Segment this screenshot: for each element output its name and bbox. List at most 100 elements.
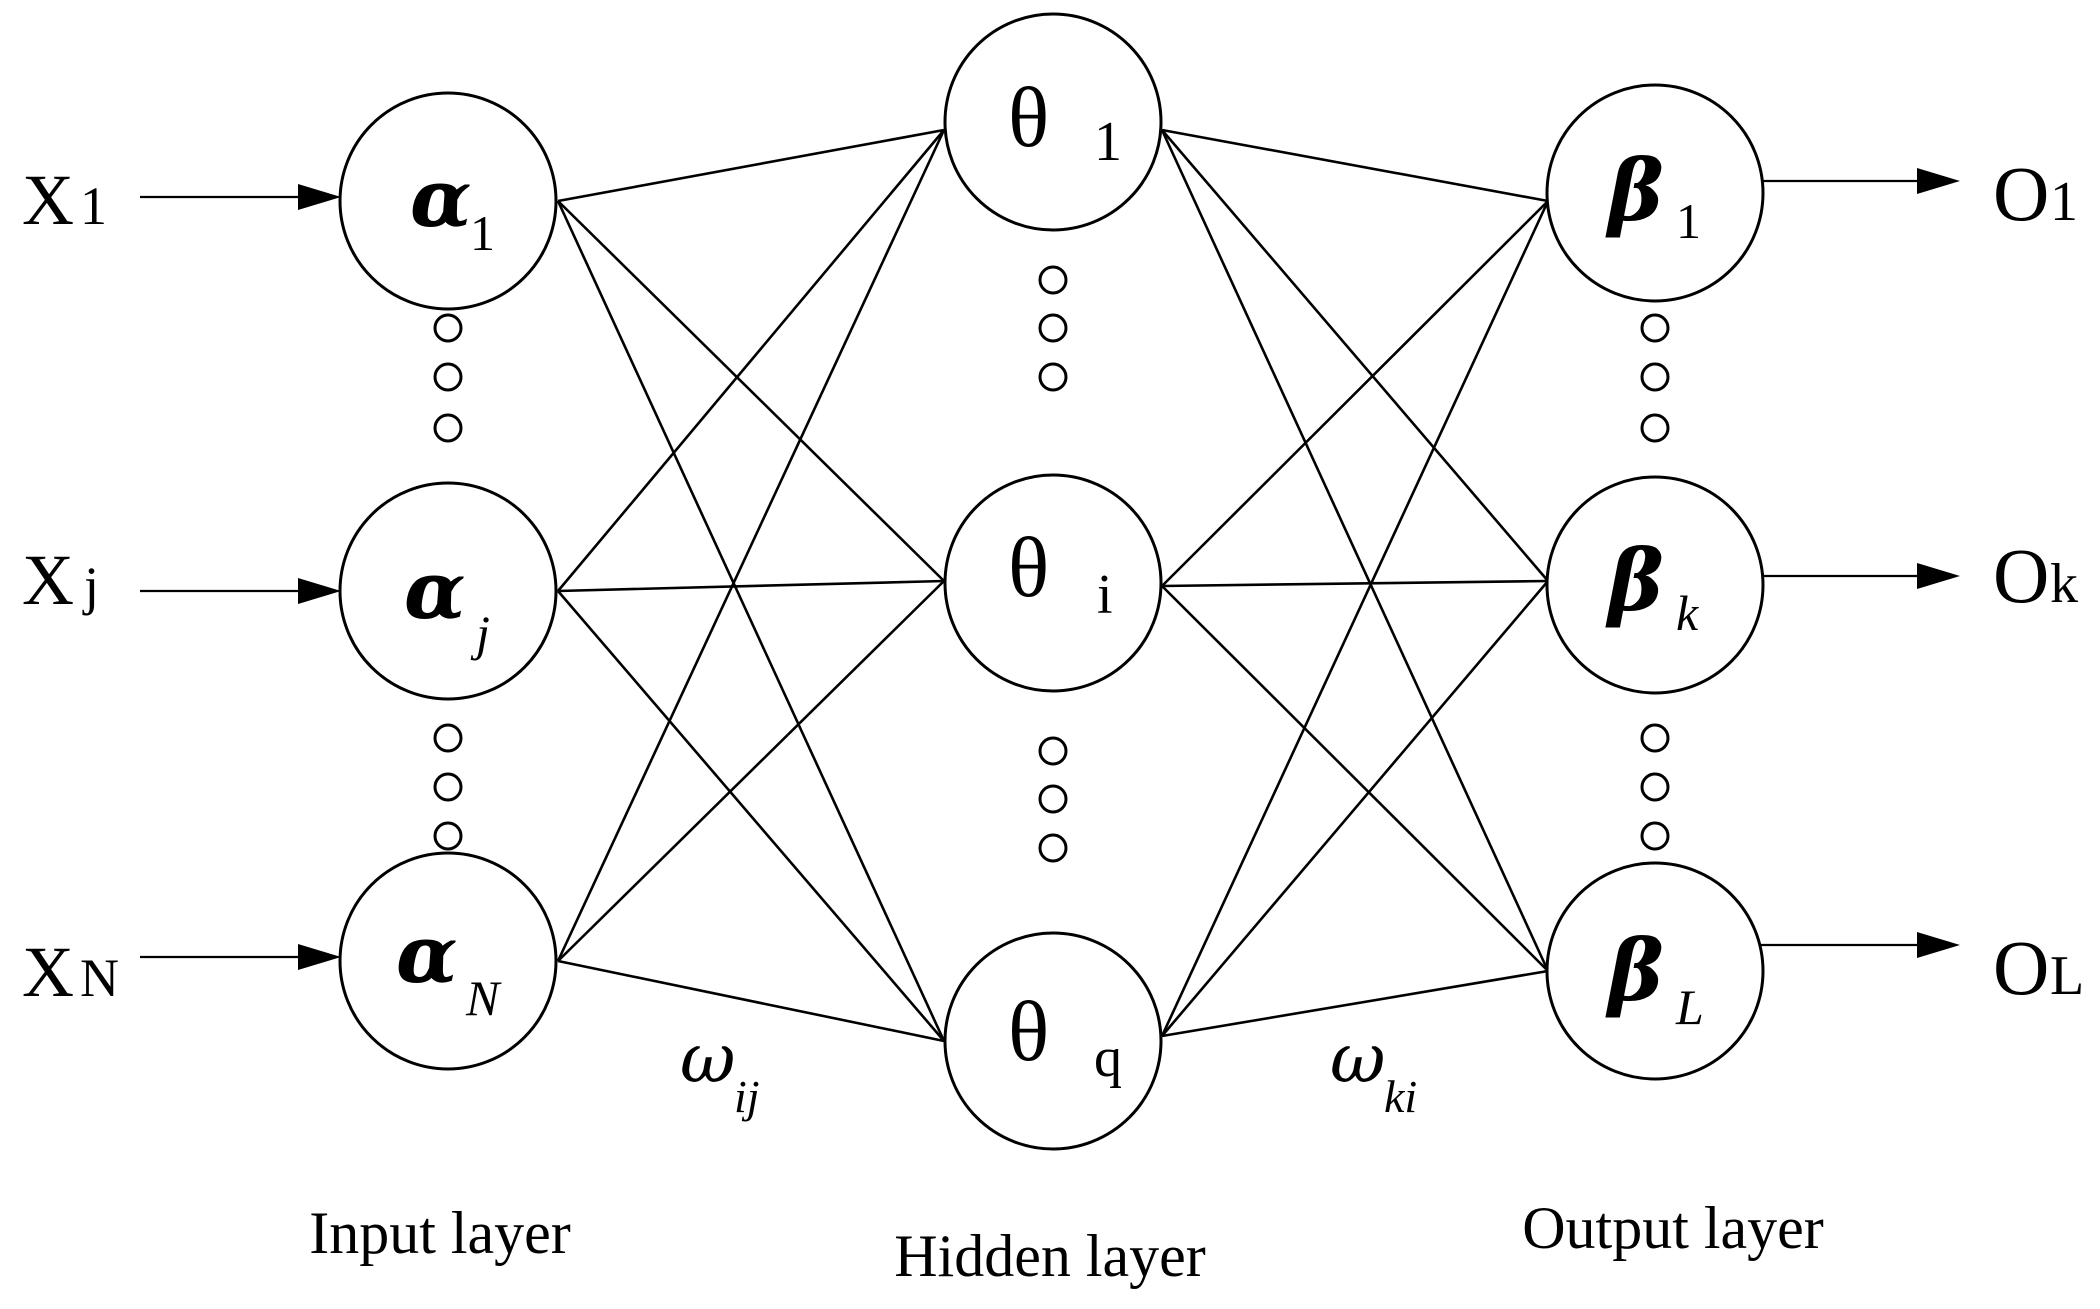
input-node-N: α N <box>338 851 558 1071</box>
output-label-main: O <box>1993 150 2049 237</box>
node-subscript: i <box>1097 564 1113 626</box>
ellipsis-dot <box>1038 362 1068 392</box>
ellipsis-dot <box>1038 833 1068 863</box>
node-circle <box>1545 475 1765 695</box>
output-label-main: O <box>1993 532 2049 619</box>
edge-thetai-betaL <box>1161 585 1549 972</box>
ellipsis-dot <box>433 413 463 443</box>
output-layer: β 1 β k β L <box>1545 83 1765 1081</box>
weight-subscript: ij <box>734 1071 760 1122</box>
node-subscript: N <box>465 970 502 1026</box>
input-layer-label: Input layer <box>309 1200 571 1266</box>
input-arrows <box>140 184 341 970</box>
edge-alphaN-thetaq <box>557 959 945 1043</box>
hidden-output-connections <box>1160 128 1550 1038</box>
edge-alphaN-thetai <box>557 580 945 962</box>
ellipsis-dot <box>1640 772 1670 802</box>
node-subscript: q <box>1094 1027 1122 1089</box>
node-circle <box>338 851 558 1071</box>
ellipsis-dot <box>433 772 463 802</box>
output-node-k: β k <box>1545 475 1765 695</box>
output-arrowhead-L <box>1917 932 1960 958</box>
node-symbol: β <box>1605 921 1664 1020</box>
edge-alphaN-theta1 <box>556 129 946 962</box>
node-circle <box>1545 83 1765 303</box>
output-label-1: O 1 <box>1993 150 2078 237</box>
edge-alphaj-thetaq <box>557 590 945 1042</box>
output-label-k: O k <box>1993 532 2078 619</box>
edge-thetaq-beta1 <box>1160 200 1550 1037</box>
weight-label-ki: ω ki <box>1330 1020 1417 1122</box>
output-node-L: β L <box>1545 861 1765 1081</box>
weight-symbol: ω <box>1330 1020 1385 1099</box>
hidden-node-i: θ i <box>943 473 1163 693</box>
hidden-layer-label: Hidden layer <box>894 1223 1206 1289</box>
ellipsis-dot <box>1038 736 1068 766</box>
ellipsis-dot <box>1640 313 1670 343</box>
edge-alphaj-thetai <box>557 579 945 593</box>
input-labels: X 1 X j X N <box>22 160 119 1012</box>
node-subscript: 1 <box>1676 193 1701 249</box>
input-node-j: α j <box>338 481 558 701</box>
output-arrowhead-k <box>1917 563 1960 589</box>
input-arrowhead-1 <box>298 184 341 210</box>
node-circle <box>943 473 1163 693</box>
input-arrowhead-N <box>298 944 341 970</box>
node-symbol: α <box>410 151 472 245</box>
ellipsis-dots <box>433 265 1670 863</box>
weight-subscript: ki <box>1384 1071 1417 1122</box>
node-symbol: θ <box>1008 519 1049 615</box>
edge-theta1-betaL <box>1160 129 1550 972</box>
edge-thetai-betak <box>1161 579 1549 588</box>
input-label-main: X <box>22 932 74 1012</box>
output-label-sub: L <box>2050 945 2084 1007</box>
ellipsis-dot <box>1038 265 1068 295</box>
ellipsis-dot <box>1038 313 1068 343</box>
input-hidden-connections <box>556 128 946 1043</box>
output-labels: O 1 O k O L <box>1993 150 2084 1011</box>
input-node-1: α 1 <box>338 91 558 311</box>
input-label-main: X <box>22 540 74 620</box>
node-circle <box>943 12 1163 232</box>
ellipsis-dot <box>1640 362 1670 392</box>
output-arrowhead-1 <box>1917 168 1960 194</box>
ellipsis-dot <box>1640 723 1670 753</box>
weight-label-ij: ω ij <box>680 1020 760 1122</box>
input-label-j: X j <box>22 540 99 620</box>
node-circle <box>943 931 1163 1151</box>
output-label-sub: 1 <box>2050 171 2078 233</box>
node-symbol: β <box>1605 141 1664 240</box>
hidden-node-q: θ q <box>943 931 1163 1151</box>
ellipsis-dot <box>433 362 463 392</box>
node-subscript: 1 <box>1094 111 1122 173</box>
edge-theta1-beta1 <box>1161 128 1549 203</box>
ellipsis-dot <box>1640 413 1670 443</box>
node-symbol: α <box>396 907 458 1001</box>
output-label-sub: k <box>2050 553 2078 615</box>
ellipsis-dot <box>1038 784 1068 814</box>
ellipsis-dot <box>433 313 463 343</box>
input-arrowhead-j <box>298 578 341 604</box>
node-subscript: 1 <box>470 205 495 261</box>
node-symbol: α <box>404 543 466 637</box>
edge-alpha1-thetaq <box>556 200 946 1042</box>
ellipsis-dot <box>1640 821 1670 851</box>
edge-thetai-beta1 <box>1161 200 1549 587</box>
node-symbol: θ <box>1008 983 1049 1079</box>
input-label-N: X N <box>22 932 119 1012</box>
hidden-node-1: θ 1 <box>943 12 1163 232</box>
node-circle <box>338 481 558 701</box>
output-layer-label: Output layer <box>1522 1195 1824 1261</box>
output-label-L: O L <box>1993 924 2084 1011</box>
node-subscript: L <box>1675 979 1704 1035</box>
weight-symbol: ω <box>680 1020 735 1099</box>
hidden-layer: θ 1 θ i θ q <box>943 12 1163 1151</box>
edge-alpha1-theta1 <box>557 128 945 203</box>
edge-alpha1-thetai <box>557 200 945 582</box>
input-label-main: X <box>22 160 74 240</box>
node-symbol: β <box>1605 531 1664 630</box>
input-label-sub: 1 <box>80 176 107 236</box>
node-subscript: k <box>1676 585 1699 641</box>
input-layer: α 1 α j α N <box>338 91 558 1071</box>
